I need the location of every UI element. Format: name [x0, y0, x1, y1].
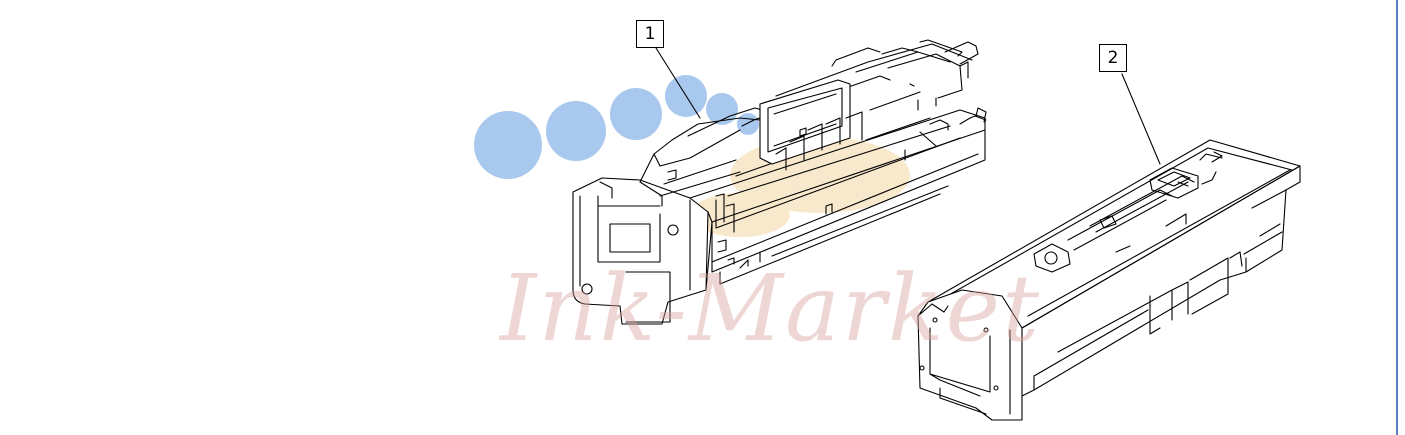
- callout-2: 2: [1099, 44, 1127, 72]
- right-edge-divider: [1396, 0, 1398, 435]
- watermark-dot: [474, 111, 542, 179]
- watermark-dot: [610, 88, 662, 140]
- drum-unit-drawing: [572, 39, 987, 325]
- callout-1: 1: [636, 20, 664, 48]
- watermark-text: Ink-Market: [500, 255, 1042, 362]
- toner-cartridge-drawing: [917, 73, 1301, 421]
- watermark-dot: [706, 93, 738, 125]
- watermark-dot: [546, 101, 606, 161]
